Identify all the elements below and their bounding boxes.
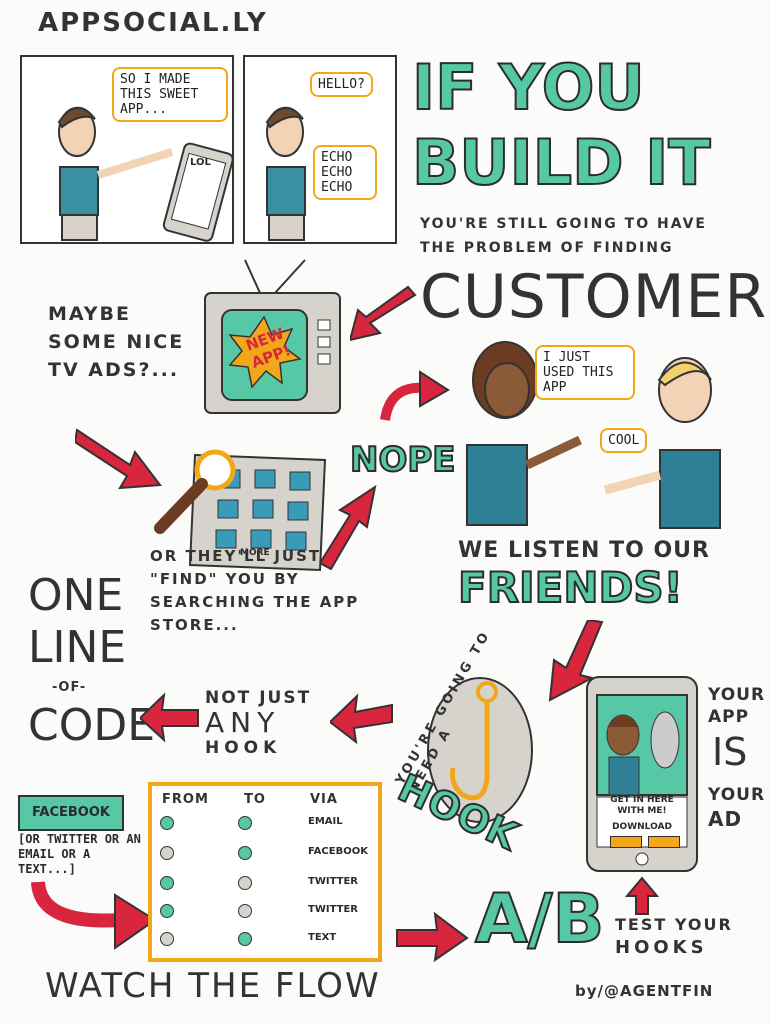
fish-hook-illustration <box>427 677 533 823</box>
alternative-channels-note: [OR TWITTER OR AN EMAIL OR A TEXT...] <box>18 832 141 876</box>
echo-bubble: ECHO ECHO ECHO <box>313 145 377 200</box>
your-text: YOUR <box>708 685 766 705</box>
from-dot <box>160 876 174 890</box>
phone-download-text: DOWNLOAD <box>612 822 672 832</box>
person-illustration <box>57 106 234 242</box>
hooks-text: HOOKS <box>615 937 708 958</box>
up-arrow-icon <box>318 485 377 570</box>
lonely-person-illustration <box>265 106 306 241</box>
we-listen-text: WE LISTEN TO OUR <box>458 538 710 563</box>
from-dot <box>160 846 174 860</box>
subtitle-line-1: YOU'RE STILL GOING TO HAVE <box>420 216 707 232</box>
from-dot <box>160 904 174 918</box>
to-header: TO <box>244 792 266 807</box>
via-cell: TWITTER <box>308 876 358 887</box>
left-arrow-icon <box>140 692 199 743</box>
right-arrow-icon <box>396 911 469 963</box>
phone-ad-illustration <box>586 676 698 872</box>
via-cell: TWITTER <box>308 904 358 915</box>
watch-the-flow-text: WATCH THE FLOW <box>45 966 381 1006</box>
app-store-grid-illustration <box>154 449 327 572</box>
test-your-text: TEST YOUR <box>615 915 733 934</box>
to-dot <box>238 846 252 860</box>
any-text: ANY <box>205 706 281 739</box>
nope-text: NOPE <box>349 439 457 481</box>
app-text: APP <box>708 707 750 727</box>
from-header: FROM <box>162 792 209 807</box>
search-store-text: OR THEY'LL JUST "FIND" YOU BY SEARCHING … <box>150 547 360 634</box>
comic-panel-1: SO I MADE THIS SWEET APP... LOL <box>20 55 234 244</box>
from-dot <box>160 816 174 830</box>
is-text: IS <box>712 730 748 774</box>
phone-lol-text: LOL <box>190 157 211 168</box>
comic-panel-2: HELLO? ECHO ECHO ECHO <box>243 55 397 244</box>
curved-arrow-icon <box>31 881 157 950</box>
via-header: VIA <box>310 792 338 807</box>
brand-title: APPSOCIAL.LY <box>38 8 268 38</box>
friends-illustration <box>466 341 721 529</box>
author-byline: by/@AGENTFIN <box>575 982 714 1000</box>
hook-small-text: HOOK <box>205 738 282 758</box>
via-cell: EMAIL <box>308 816 343 827</box>
curved-arrow-icon <box>380 370 450 421</box>
arrow-icon <box>350 285 417 342</box>
to-dot <box>238 876 252 890</box>
facebook-badge: FACEBOOK <box>18 795 124 831</box>
store-more-label: MORE <box>240 548 270 558</box>
headline-if-you: IF YOU <box>411 51 646 124</box>
customers-heading: CUSTOMERS <box>420 262 770 332</box>
phone-ad-text: GET IN HERE WITH ME! <box>610 795 674 816</box>
flow-table: FROM TO VIA EMAIL FACEBOOK TWITTER TWITT… <box>148 782 382 962</box>
to-dot <box>238 904 252 918</box>
headline-build-it: BUILD IT <box>411 126 712 199</box>
your-text: YOUR <box>708 785 766 805</box>
speech-bubble-hello: HELLO? <box>310 72 373 97</box>
speech-bubble-cool: COOL <box>600 428 648 453</box>
tv-illustration <box>204 259 341 414</box>
speech-bubble-app: SO I MADE THIS SWEET APP... <box>112 67 228 122</box>
from-dot <box>160 932 174 946</box>
subtitle-line-2: THE PROBLEM OF FINDING <box>420 240 674 256</box>
down-arrow-icon <box>75 428 162 490</box>
via-cell: TEXT <box>308 932 337 943</box>
left-arrow-icon <box>330 693 393 745</box>
ad-text: AD <box>708 807 743 831</box>
friends-heading: FRIENDS! <box>457 562 684 613</box>
not-just-text: NOT JUST <box>205 688 312 708</box>
up-arrow-icon <box>625 876 660 915</box>
one-text: ONE <box>28 570 124 621</box>
ab-heading: A/B <box>474 879 605 960</box>
to-dot <box>238 932 252 946</box>
tv-ads-question: MAYBE SOME NICE TV ADS?... <box>48 303 185 381</box>
download-button <box>610 836 642 848</box>
download-button <box>648 836 680 848</box>
code-text: CODE <box>28 700 156 751</box>
speech-bubble-used-app: I JUST USED THIS APP <box>535 345 635 400</box>
to-dot <box>238 816 252 830</box>
of-text: -OF- <box>52 680 87 695</box>
via-cell: FACEBOOK <box>308 846 368 857</box>
down-left-arrow-icon <box>548 620 604 702</box>
line-text: LINE <box>28 622 127 673</box>
